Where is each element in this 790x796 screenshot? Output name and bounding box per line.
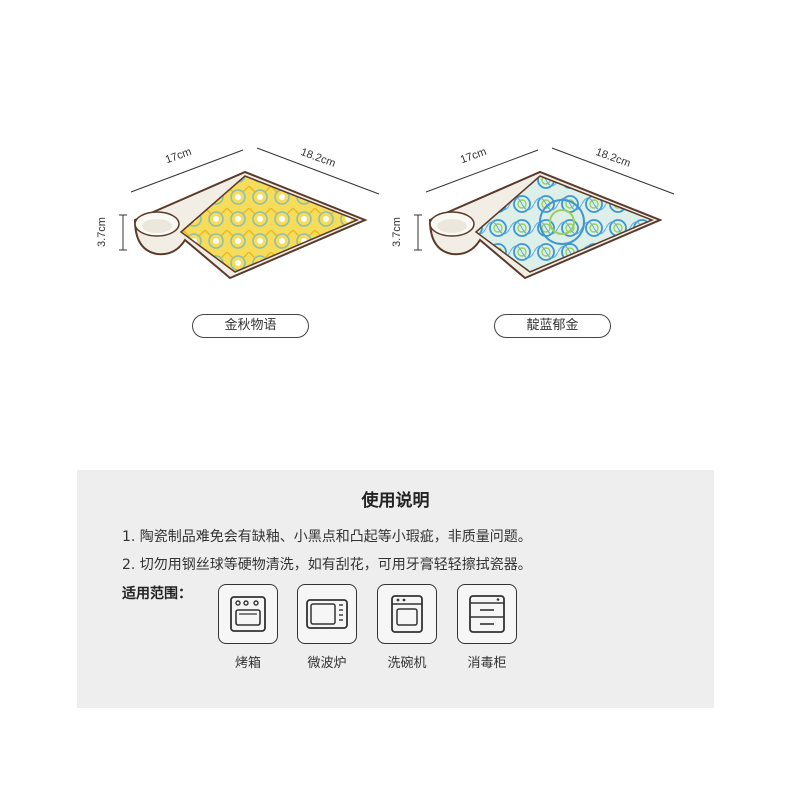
appliance-oven: 烤箱 [218, 584, 280, 671]
appliance-dishwasher: 洗碗机 [377, 584, 439, 671]
appliance-microwave: 微波炉 [297, 584, 359, 671]
height-label: 3.7cm [390, 217, 403, 247]
appliance-label: 烤箱 [234, 656, 261, 671]
appliance-label: 洗碗机 [387, 656, 427, 671]
product-golden-autumn: 17cm 18.2cm 3.7cm 金秋物语 [95, 120, 395, 360]
oven-icon [218, 584, 278, 644]
usage-note-1: 1. 陶瓷制品难免会有缺釉、小黑点和凸起等小瑕疵，非质量问题。 [122, 529, 532, 545]
usage-panel: 使用说明 1. 陶瓷制品难免会有缺釉、小黑点和凸起等小瑕疵，非质量问题。 2. … [77, 470, 714, 708]
appliance-label: 消毒柜 [467, 656, 507, 671]
usage-note-2: 2. 切勿用钢丝球等硬物清洗，如有刮花，可用牙膏轻轻擦拭瓷器。 [122, 557, 532, 573]
appliance-disinfection-cabinet: 消毒柜 [457, 584, 519, 671]
disinfection-cabinet-icon [457, 584, 517, 644]
scope-label: 适用范围： [122, 586, 192, 602]
dishwasher-icon [377, 584, 437, 644]
height-label: 3.7cm [95, 217, 108, 247]
product-name-pill[interactable]: 靛蓝郁金 [494, 314, 611, 338]
appliance-label: 微波炉 [307, 656, 347, 671]
usage-title: 使用说明 [361, 491, 430, 511]
product-name-pill[interactable]: 金秋物语 [192, 314, 309, 338]
plate-image-blue [414, 147, 675, 280]
product-indigo-tulip: 17cm 18.2cm 3.7cm 靛蓝郁金 [390, 120, 690, 360]
microwave-icon [297, 584, 357, 644]
plate-image-yellow [119, 147, 380, 280]
